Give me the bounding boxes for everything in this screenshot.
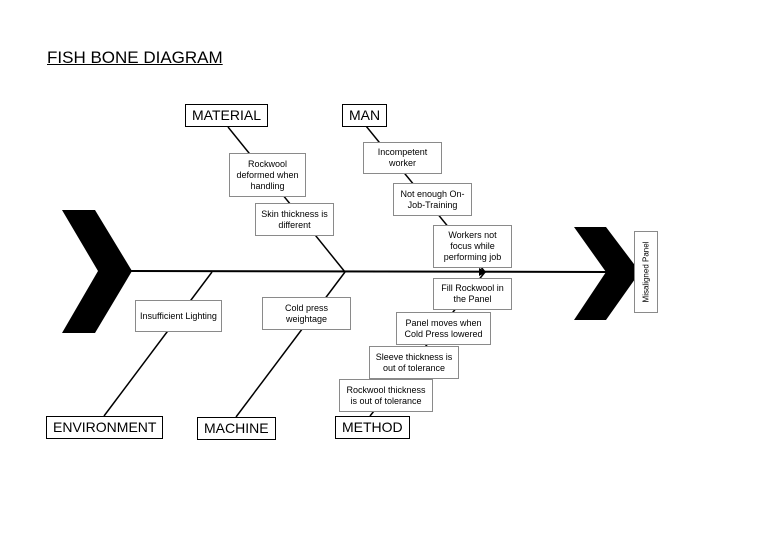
- cause-panel-moves: Panel moves when Cold Press lowered: [396, 312, 491, 345]
- category-machine: MACHINE: [197, 417, 276, 440]
- category-environment: ENVIRONMENT: [46, 416, 164, 439]
- cause-cold-press-weightage: Cold press weightage: [262, 297, 351, 330]
- cause-rockwool-thickness: Rockwool thickness is out of tolerance: [339, 379, 433, 412]
- cause-workers-not-focus: Workers not focus while performing job: [433, 225, 512, 268]
- tail-chevron: [62, 210, 132, 333]
- category-material: MATERIAL: [185, 104, 268, 127]
- cause-incompetent-worker: Incompetent worker: [363, 142, 442, 174]
- cause-fill-rockwool: Fill Rockwool in the Panel: [433, 278, 512, 310]
- spine-line: [129, 270, 607, 273]
- effect-label: Misaligned Panel: [641, 241, 651, 303]
- cause-on-job-training: Not enough On-Job-Training: [393, 183, 472, 216]
- page-title: FISH BONE DIAGRAM: [47, 48, 223, 67]
- bone-machine: [235, 271, 346, 418]
- cause-rockwool-deformed: Rockwool deformed when handling: [229, 153, 306, 197]
- cause-skin-thickness: Skin thickness is different: [255, 203, 334, 236]
- cause-sleeve-thickness: Sleeve thickness is out of tolerance: [369, 346, 459, 379]
- head-chevron: [574, 227, 640, 320]
- cause-insufficient-lighting: Insufficient Lighting: [135, 300, 222, 332]
- category-man: MAN: [342, 104, 388, 127]
- bone-material: [227, 126, 346, 273]
- category-method: METHOD: [335, 416, 410, 439]
- effect-box: Misaligned Panel: [634, 231, 658, 313]
- bone-environment: [103, 271, 213, 417]
- spine-arrowhead: [479, 268, 487, 276]
